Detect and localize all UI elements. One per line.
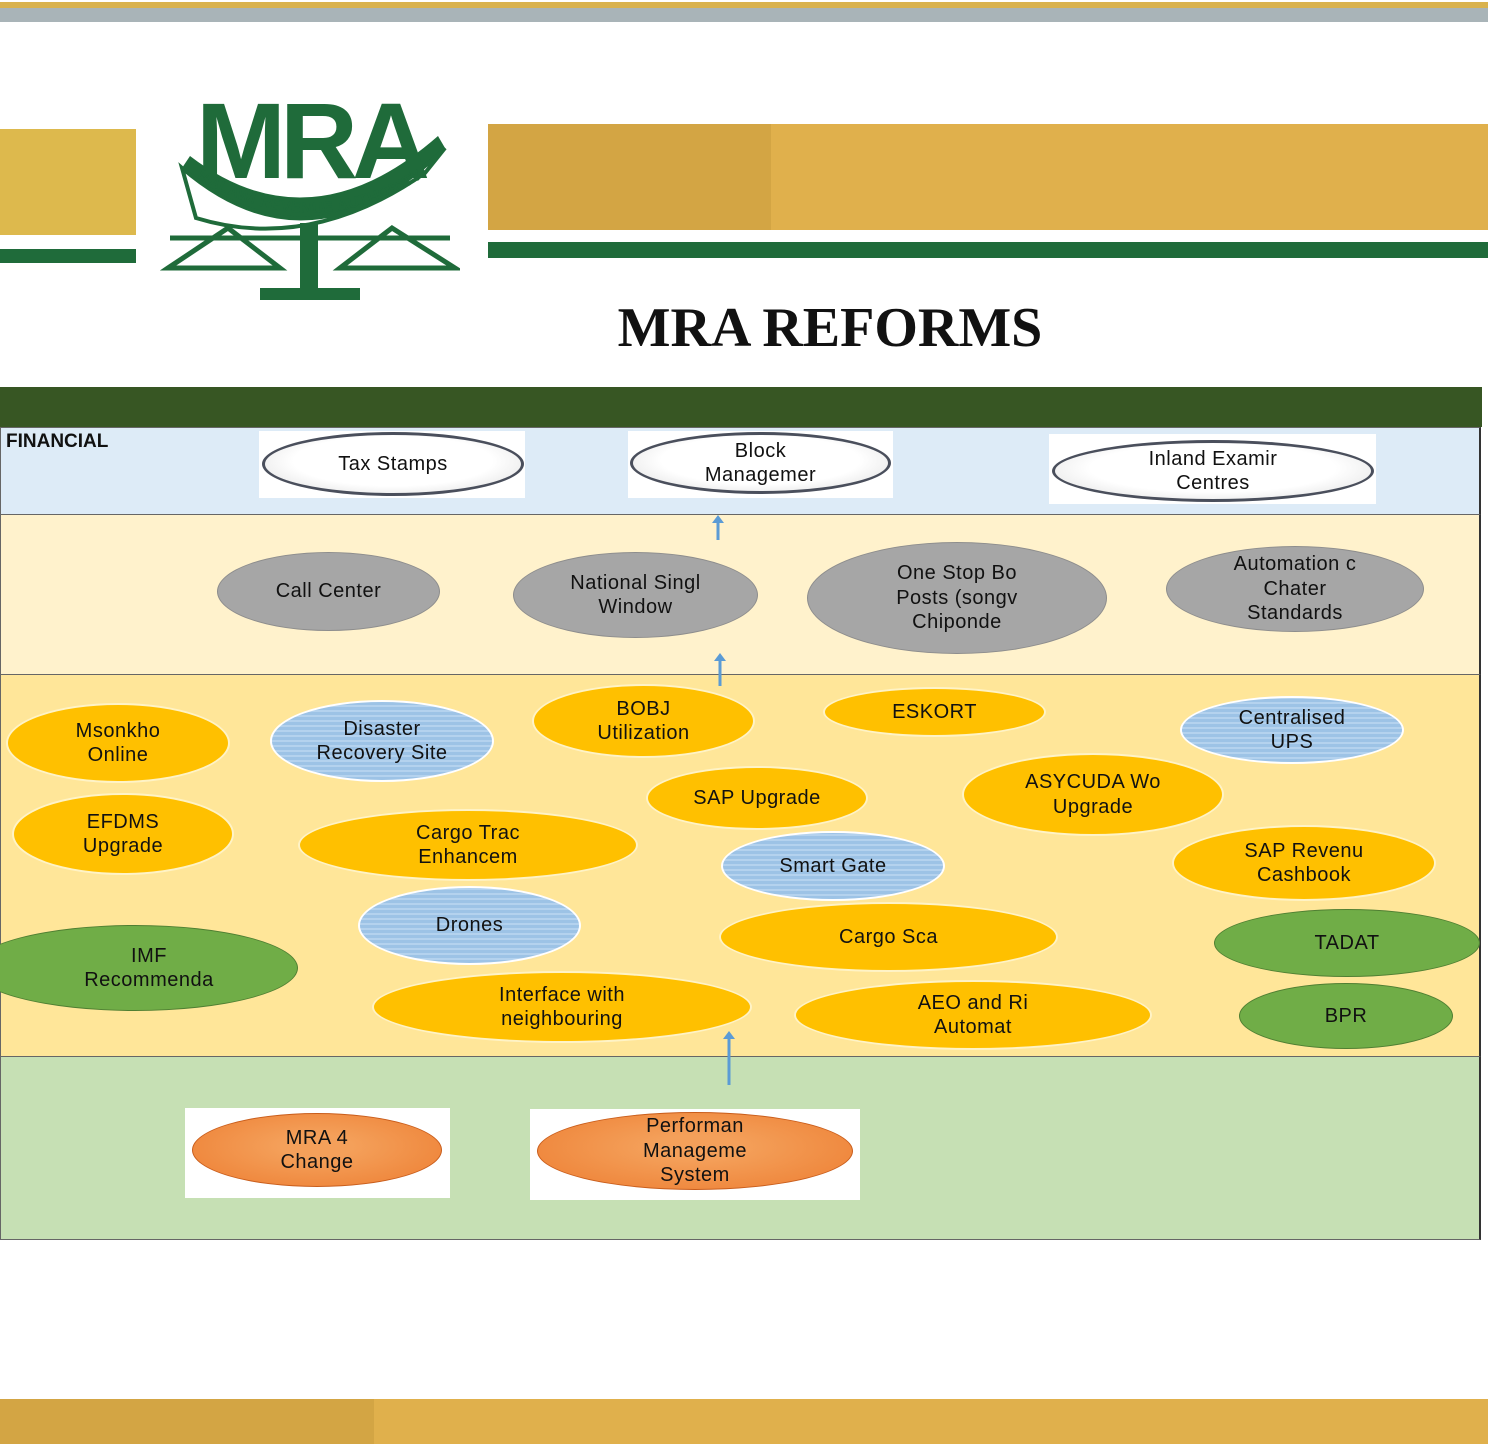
oval-performance-management-system: Performan Manageme System — [537, 1112, 853, 1190]
arrow-up-icon — [712, 515, 724, 540]
footer-band-gold-dark — [0, 1399, 374, 1444]
oval-bpr: BPR — [1239, 983, 1453, 1049]
header-band-left-green — [0, 249, 136, 263]
oval-mra-4-change: MRA 4 Change — [192, 1113, 442, 1187]
oval-tadat: TADAT — [1214, 909, 1480, 977]
oval-smart-gate: Smart Gate — [721, 831, 945, 901]
oval-call-center: Call Center — [217, 552, 440, 631]
header-band-right-gold-dark — [488, 124, 771, 230]
header-band-right-green — [488, 242, 1488, 258]
top-gold-line — [0, 2, 1488, 8]
oval-interface-with-neighbouring: Interface with neighbouring — [372, 971, 752, 1043]
oval-block-management: Block Managemer — [630, 432, 891, 494]
top-grey-line — [0, 8, 1488, 22]
mra-logo: MRA MALAWI REVENUE AUTHORITY — [160, 80, 460, 300]
oval-centralised-ups: Centralised UPS — [1180, 696, 1404, 764]
oval-aeo-risk-automation: AEO and Ri Automat — [794, 980, 1152, 1050]
oval-inland-examination: Inland Examir Centres — [1052, 440, 1374, 502]
page-title: MRA REFORMS — [617, 297, 1043, 359]
arrow-up-icon — [714, 653, 726, 686]
oval-bobj-utilization: BOBJ Utilization — [532, 684, 755, 758]
header-band-left-gold — [0, 129, 136, 235]
oval-one-stop-border-posts: One Stop Bo Posts (songv Chiponde — [807, 542, 1107, 654]
footer-band-gold-light — [374, 1399, 1488, 1444]
oval-eskort: ESKORT — [823, 687, 1046, 737]
oval-sap-upgrade: SAP Upgrade — [646, 766, 868, 830]
oval-asycuda-world-upgrade: ASYCUDA Wo Upgrade — [962, 753, 1224, 836]
oval-cargo-scanners: Cargo Sca — [719, 902, 1058, 972]
oval-national-single-window: National Singl Window — [513, 552, 758, 638]
oval-imf-recommendations: IMF Recommenda — [0, 925, 298, 1011]
oval-msonkho-online: Msonkho Online — [6, 703, 230, 783]
logo-letters: MRA — [196, 80, 428, 201]
header-band-right-gold-light — [771, 124, 1488, 230]
oval-tax-stamps: Tax Stamps — [262, 432, 524, 496]
arrow-up-icon — [723, 1031, 735, 1085]
diagram-header-bar — [0, 387, 1482, 427]
oval-drones: Drones — [358, 886, 581, 965]
oval-automation-charter-standards: Automation с Chater Standards — [1166, 546, 1424, 632]
oval-disaster-recovery-site: Disaster Recovery Site — [270, 700, 494, 782]
oval-efdms-upgrade: EFDMS Upgrade — [12, 793, 234, 875]
oval-cargo-tracking-enhancement: Cargo Trac Enhancem — [298, 809, 638, 881]
band-label-financial: FINANCIAL — [6, 431, 109, 452]
oval-sap-revenue-cashbook: SAP Revenu Cashbook — [1172, 825, 1436, 901]
